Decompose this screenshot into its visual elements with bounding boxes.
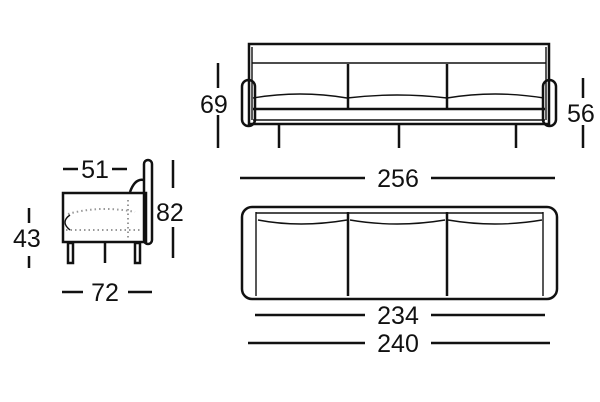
leg: [66, 241, 75, 265]
front-view: 69 56 256: [200, 42, 595, 193]
dim-inner-width: 234: [377, 302, 419, 330]
dim-depth: 72: [91, 279, 119, 307]
dim-total-height: 82: [156, 199, 184, 227]
right-arm: [541, 78, 558, 128]
dim-overall-width: 256: [377, 165, 419, 193]
leg: [133, 241, 142, 265]
dim-seat-height: 43: [13, 225, 41, 253]
seat-cushions: [252, 93, 545, 99]
dim-seat-depth: 51: [81, 156, 109, 184]
top-view: 234 240: [240, 205, 559, 358]
dim-arm-height: 56: [567, 100, 595, 128]
side-view: 51 82 43 72: [13, 156, 184, 307]
left-arm: [240, 78, 257, 128]
dim-back-height: 69: [200, 91, 228, 119]
side-backrest: [142, 158, 154, 246]
top-outline: [240, 205, 559, 301]
side-frame: [61, 191, 148, 244]
front-frame: [247, 42, 551, 126]
dim-seat-width: 240: [377, 330, 419, 358]
